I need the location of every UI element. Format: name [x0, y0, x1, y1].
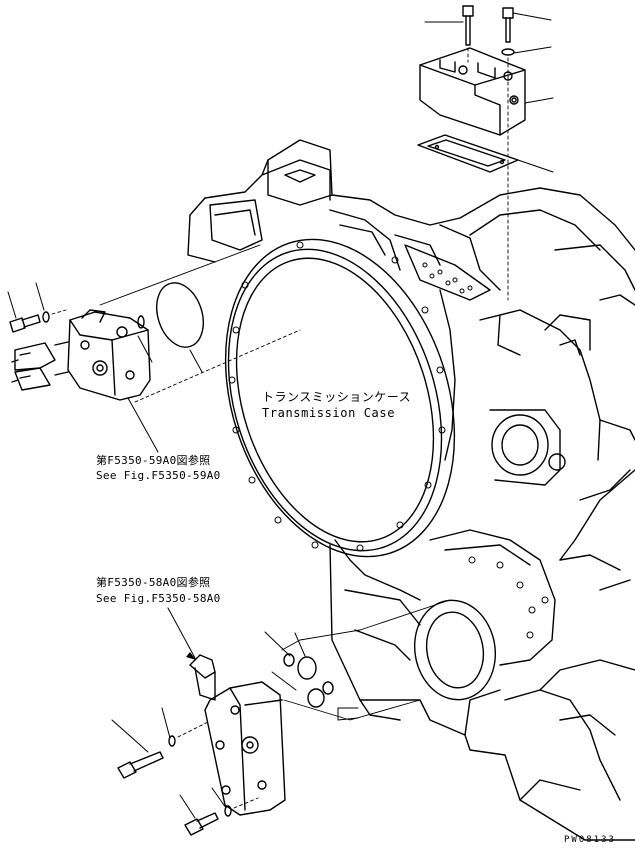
reference-59a0-jp: 第F5350-59A0図参照 — [96, 454, 211, 467]
case-label-en: Transmission Case — [262, 406, 396, 420]
reference-58a0-jp: 第F5350-58A0図参照 — [96, 576, 211, 589]
left-valve — [12, 310, 150, 400]
top-bolts — [463, 6, 514, 300]
lower-valve — [118, 655, 285, 835]
reference-59a0-en: See Fig.F5350-59A0 — [96, 469, 221, 482]
transmission-case — [187, 140, 635, 840]
left-leader-lines — [8, 283, 202, 452]
top-leader-lines — [425, 13, 553, 172]
o-rings — [282, 600, 450, 720]
reference-58a0-en: See Fig.F5350-58A0 — [96, 592, 221, 605]
case-label-jp: トランスミッションケース — [262, 390, 412, 404]
left-hardware — [10, 245, 300, 402]
gasket — [418, 135, 518, 172]
reference-arrow — [186, 652, 196, 660]
drawing-code: PW08133 — [564, 835, 616, 845]
lower-leader-lines — [112, 608, 358, 818]
valve-block — [420, 48, 525, 135]
